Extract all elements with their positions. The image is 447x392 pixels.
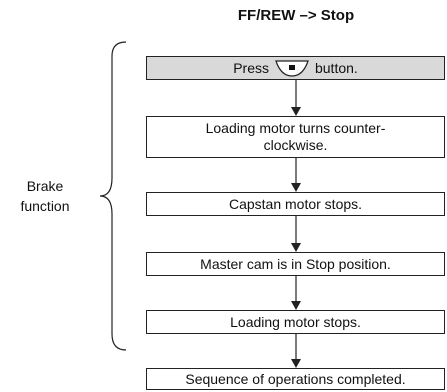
step-loading-motor-stops: Loading motor stops.: [146, 310, 445, 334]
arrowhead-3: [291, 243, 301, 252]
arrowhead-5: [291, 359, 301, 368]
step-press-stop-button: Press button.: [146, 56, 445, 80]
stop-button-icon: [275, 59, 309, 77]
step-master-cam-stop-text: Master cam is in Stop position.: [200, 255, 391, 272]
step-press-label: Press: [233, 59, 269, 76]
step-master-cam-stop: Master cam is in Stop position.: [146, 252, 445, 276]
arrowhead-1: [291, 107, 301, 116]
brake-function-brace: [99, 41, 127, 351]
press-row: Press button.: [233, 59, 358, 77]
diagram-title: FF/REW –> Stop: [237, 7, 355, 24]
brace-label: Brake function: [10, 176, 80, 216]
step-loading-motor-stops-text: Loading motor stops.: [230, 313, 361, 330]
brace-label-line2: function: [20, 198, 70, 214]
step-loading-motor-ccw-text: Loading motor turns counter-clockwise.: [205, 120, 386, 153]
step-capstan-motor-stops: Capstan motor stops.: [146, 192, 445, 216]
step-sequence-completed-text: Sequence of operations completed.: [185, 370, 406, 387]
step-press-suffix: button.: [314, 59, 358, 76]
step-sequence-completed: Sequence of operations completed.: [146, 368, 445, 390]
arrowhead-4: [291, 301, 301, 310]
arrowhead-2: [291, 183, 301, 192]
step-capstan-motor-stops-text: Capstan motor stops.: [228, 195, 363, 212]
brace-label-line1: Brake: [26, 178, 64, 194]
step-loading-motor-ccw: Loading motor turns counter-clockwise.: [146, 116, 445, 158]
